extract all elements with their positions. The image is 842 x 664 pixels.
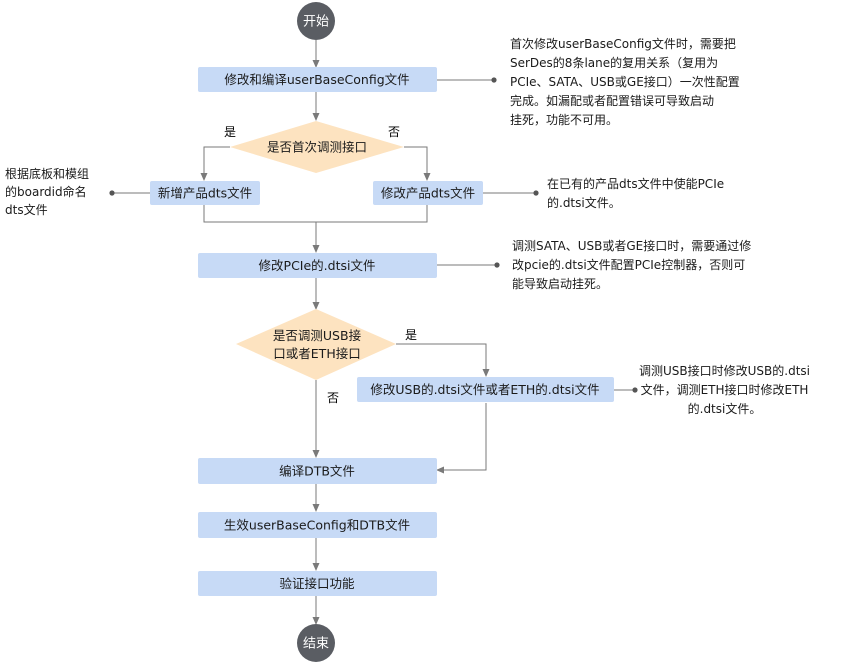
step-compile-dtb-label: 编译DTB文件 bbox=[279, 464, 355, 479]
decision-first-label: 是否首次调测接口 bbox=[267, 140, 367, 155]
note-config-line: PCIe、SATA、USB或GE接口）一次性配置 bbox=[510, 75, 740, 89]
arrow-usb-yes bbox=[396, 343, 490, 377]
decision-usb-line2: 口或者ETH接口 bbox=[273, 346, 360, 361]
dot-modify-dts-note bbox=[533, 190, 539, 196]
note-usb-eth-line: 的.dtsi文件。 bbox=[687, 402, 762, 416]
note-config-line: 完成。如漏配或者配置错误可导致启动 bbox=[510, 94, 715, 108]
step-modify-config-label: 修改和编译userBaseConfig文件 bbox=[224, 72, 409, 87]
arrow-decision-no bbox=[404, 146, 431, 181]
note-pcie-line: 能导致启动挂死。 bbox=[512, 277, 609, 291]
note-config: 首次修改userBaseConfig文件时，需要把 SerDes的8条lane的… bbox=[510, 35, 740, 130]
decision-usb-eth: 是否调测USB接 口或者ETH接口 bbox=[236, 309, 396, 380]
step-new-dts-label: 新增产品dts文件 bbox=[158, 186, 252, 201]
step-modify-dts-label: 修改产品dts文件 bbox=[381, 186, 475, 201]
arrow-decision-yes bbox=[200, 146, 230, 181]
note-config-line: 首次修改userBaseConfig文件时，需要把 bbox=[510, 37, 736, 51]
step-modify-pcie-label: 修改PCIe的.dtsi文件 bbox=[259, 258, 376, 273]
label-yes-first: 是 bbox=[224, 125, 236, 139]
label-yes-usb: 是 bbox=[405, 328, 417, 342]
end-node: 结束 bbox=[297, 624, 335, 662]
note-modify-dts-line: 在已有的产品dts文件中使能PCIe bbox=[547, 177, 725, 191]
end-label: 结束 bbox=[303, 637, 329, 652]
step-new-dts: 新增产品dts文件 bbox=[150, 181, 260, 205]
step-compile-dtb: 编译DTB文件 bbox=[198, 458, 437, 484]
note-new-dts-line: dts文件 bbox=[5, 203, 48, 217]
label-no-usb: 否 bbox=[327, 391, 339, 405]
label-no-first: 否 bbox=[388, 125, 400, 139]
arrow-usb-eth-to-dtb bbox=[436, 403, 487, 474]
step-verify: 验证接口功能 bbox=[198, 571, 437, 596]
note-usb-eth: 调测USB接口时修改USB的.dtsi 文件，调测ETH接口时修改ETH 的.d… bbox=[639, 362, 810, 419]
note-pcie-line: 调测SATA、USB或者GE接口时，需要通过修 bbox=[512, 239, 752, 253]
dot-new-dts-note bbox=[109, 190, 115, 196]
note-new-dts-line: 的boardid命名 bbox=[5, 185, 87, 199]
note-config-line: 挂死，功能不可用。 bbox=[510, 113, 619, 127]
start-label: 开始 bbox=[303, 15, 329, 30]
step-verify-label: 验证接口功能 bbox=[279, 576, 355, 591]
step-modify-dts: 修改产品dts文件 bbox=[373, 181, 483, 205]
note-new-dts-line: 根据底板和模组 bbox=[5, 167, 90, 181]
line-new-dts-merge bbox=[203, 205, 316, 223]
step-modify-usb-eth: 修改USB的.dtsi文件或者ETH的.dtsi文件 bbox=[357, 377, 614, 402]
dot-pcie-note bbox=[494, 262, 500, 268]
start-node: 开始 bbox=[297, 2, 335, 40]
line-modify-dts-merge bbox=[316, 205, 428, 223]
note-modify-dts: 在已有的产品dts文件中使能PCIe 的.dtsi文件。 bbox=[547, 175, 724, 213]
dot-config-note bbox=[491, 77, 497, 83]
dot-usb-eth-note bbox=[632, 387, 638, 393]
note-usb-eth-line: 文件，调测ETH接口时修改ETH bbox=[640, 383, 809, 397]
step-apply: 生效userBaseConfig和DTB文件 bbox=[198, 512, 437, 538]
decision-first-debug: 是否首次调测接口 bbox=[230, 121, 404, 173]
note-pcie-line: 改pcie的.dtsi文件配置PCIe控制器，否则可 bbox=[512, 258, 746, 272]
step-apply-label: 生效userBaseConfig和DTB文件 bbox=[224, 518, 410, 533]
step-modify-usb-eth-label: 修改USB的.dtsi文件或者ETH的.dtsi文件 bbox=[370, 382, 599, 397]
note-config-line: SerDes的8条lane的复用关系（复用为 bbox=[510, 56, 719, 70]
note-new-dts: 根据底板和模组 的boardid命名 dts文件 bbox=[5, 165, 89, 219]
step-modify-pcie: 修改PCIe的.dtsi文件 bbox=[198, 253, 437, 278]
step-modify-config: 修改和编译userBaseConfig文件 bbox=[198, 67, 437, 92]
note-modify-dts-line: 的.dtsi文件。 bbox=[547, 196, 621, 210]
decision-usb-line1: 是否调测USB接 bbox=[273, 328, 362, 343]
note-pcie: 调测SATA、USB或者GE接口时，需要通过修 改pcie的.dtsi文件配置P… bbox=[512, 237, 751, 294]
note-usb-eth-line: 调测USB接口时修改USB的.dtsi bbox=[639, 364, 810, 378]
